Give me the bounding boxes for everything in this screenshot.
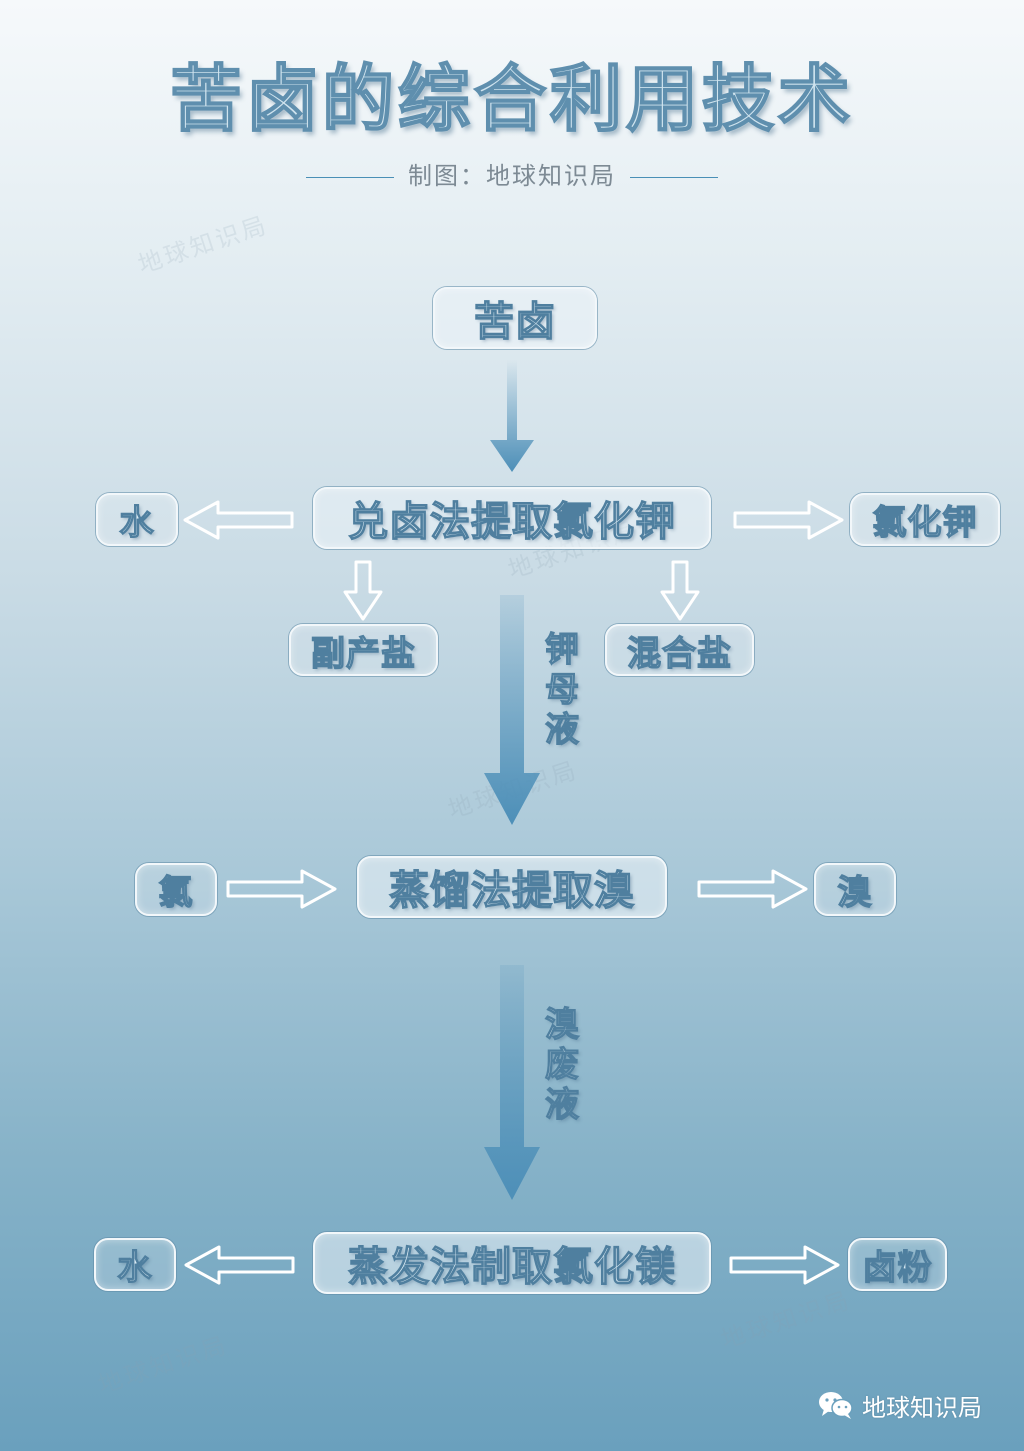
arrow-right bbox=[729, 1245, 840, 1285]
node-step3-right-out: 卤粉 bbox=[848, 1238, 947, 1291]
brand-badge: 地球知识局 bbox=[818, 1388, 1018, 1422]
node-step2: 蒸馏法提取溴 bbox=[357, 856, 667, 918]
flow-label-char: 液 bbox=[544, 1084, 579, 1125]
node-step2-right-out: 溴 bbox=[814, 863, 896, 916]
arrow-right bbox=[226, 869, 337, 909]
node-step1-right-out: 氯化钾 bbox=[850, 493, 1000, 546]
watermark: 地球知识局 bbox=[134, 210, 272, 280]
flow-label-char: 液 bbox=[544, 709, 579, 750]
node-step3: 蒸发法制取氯化镁 bbox=[313, 1232, 711, 1294]
page-title: 苦卤的综合利用技术 bbox=[169, 56, 854, 142]
flow-label-bromine-waste: 溴 废 液 bbox=[542, 1004, 582, 1125]
node-step2-left-in: 氯 bbox=[135, 863, 217, 916]
node-source: 苦卤 bbox=[433, 287, 597, 349]
flow-label-char: 废 bbox=[544, 1044, 579, 1085]
flow-arrow-down bbox=[484, 595, 540, 825]
flow-arrow-down bbox=[484, 965, 540, 1200]
flow-label-char: 溴 bbox=[544, 1004, 579, 1045]
arrow-left bbox=[183, 500, 294, 540]
flow-arrow-down bbox=[490, 360, 534, 472]
brand-text: 地球知识局 bbox=[862, 1393, 982, 1422]
flow-label-char: 母 bbox=[544, 669, 579, 710]
node-step3-left-out: 水 bbox=[94, 1238, 176, 1291]
node-step1: 兑卤法提取氯化钾 bbox=[313, 487, 711, 549]
node-step1-sub-left: 副产盐 bbox=[289, 624, 438, 676]
credit-rule-right bbox=[630, 176, 718, 178]
wechat-icon bbox=[819, 1392, 853, 1419]
watermark: 地球知识局 bbox=[94, 1330, 232, 1400]
node-step1-sub-right: 混合盐 bbox=[605, 624, 754, 676]
flow-label-char: 钾 bbox=[544, 629, 579, 670]
credit-line: 制图：地球知识局 bbox=[0, 156, 1024, 191]
credit-text: 制图：地球知识局 bbox=[408, 162, 616, 190]
arrow-right bbox=[733, 500, 844, 540]
arrow-down bbox=[343, 560, 383, 621]
flow-label-mother-liquor: 钾 母 液 bbox=[542, 629, 582, 750]
arrow-left bbox=[184, 1245, 295, 1285]
node-step1-left-out: 水 bbox=[96, 493, 178, 546]
watermark: 地球知识局 bbox=[717, 1285, 855, 1355]
credit-rule-left bbox=[306, 176, 394, 178]
arrow-down bbox=[660, 560, 700, 621]
arrow-right bbox=[697, 869, 808, 909]
